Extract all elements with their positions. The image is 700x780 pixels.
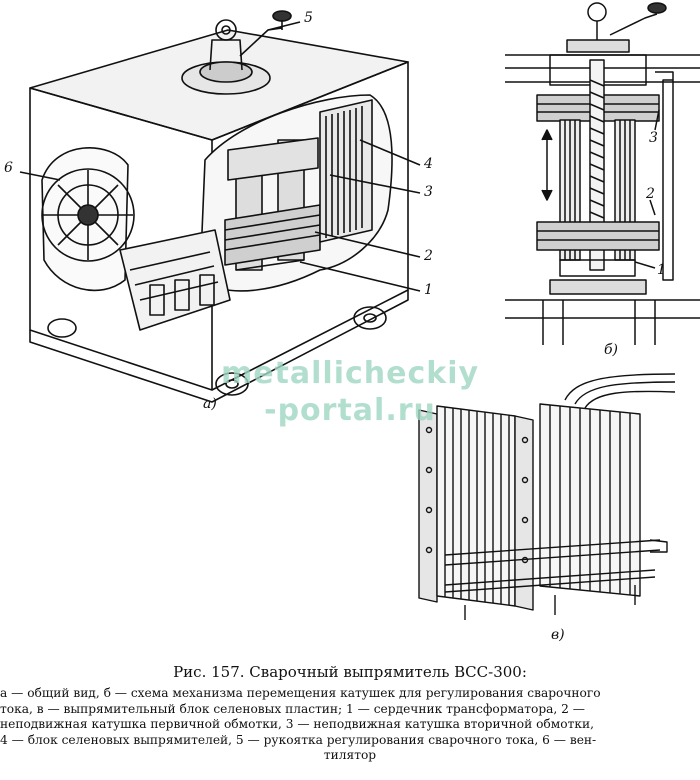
subfigure-label-b: б) <box>604 342 619 358</box>
figure-a-general-view <box>19 10 421 403</box>
watermark-line-2: -portal.ru <box>264 393 436 428</box>
figure-title: Рис. 157. Сварочный выпрямитель ВСС-300: <box>173 663 527 681</box>
caption-line: тилятор <box>323 748 377 762</box>
callout-b-3: 3 <box>649 130 658 146</box>
callout-b-1: 1 <box>657 262 666 278</box>
callout-a-5: 5 <box>304 10 313 26</box>
figure-caption: а — общий вид, б — схема механизма перем… <box>0 686 700 778</box>
subfigure-label-c: в) <box>551 627 565 643</box>
caption-line: а — общий вид, б — схема механизма перем… <box>0 686 601 700</box>
watermark-line-1: metallicheckiy <box>220 356 480 391</box>
callout-a-2: 2 <box>424 248 433 264</box>
callout-a-3: 3 <box>424 184 433 200</box>
caption-line: 4 — блок селеновых выпрямителей, 5 — рук… <box>0 732 597 747</box>
callout-a-1: 1 <box>424 282 433 298</box>
caption-line: тока, в — выпрямительный блок селеновых … <box>0 701 585 716</box>
figure-c-rectifier-block <box>418 373 675 620</box>
figure-b-mechanism <box>505 2 700 345</box>
callout-b-2: 2 <box>646 186 655 202</box>
callout-a-4: 4 <box>424 156 433 172</box>
caption-line: неподвижная катушка первичной обмотки, 3… <box>0 717 594 731</box>
subfigure-label-a: а) <box>203 396 217 412</box>
callout-a-6: 6 <box>4 160 13 176</box>
